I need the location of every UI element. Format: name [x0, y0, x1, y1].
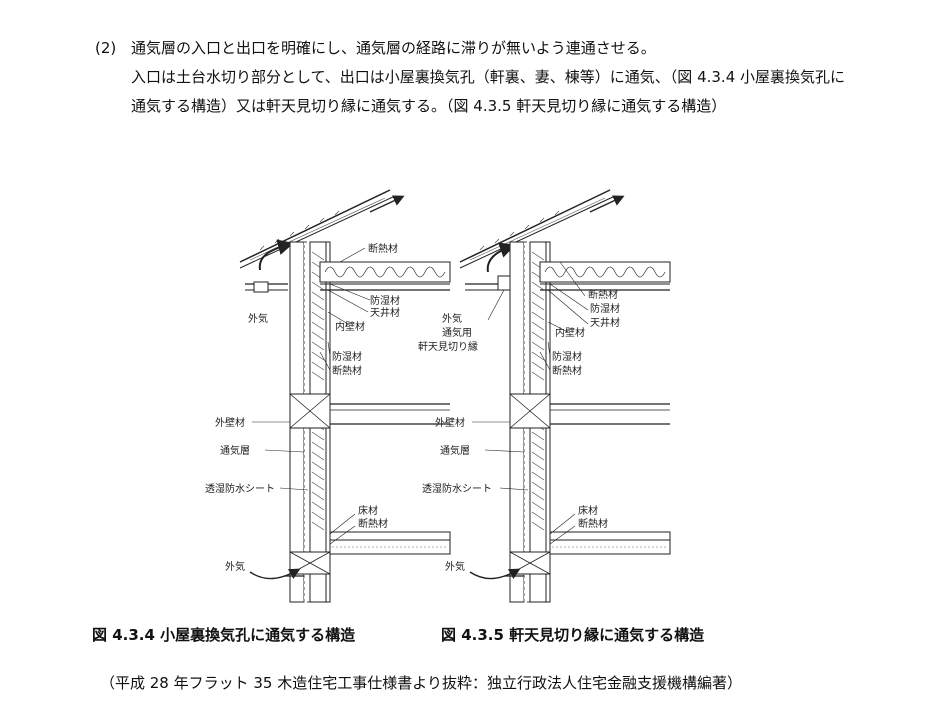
paragraph-body: 入口は土台水切り部分として、出口は小屋裏換気孔（軒裏、妻、棟等）に通気、（図 4… [131, 68, 846, 115]
label-insulation-mid: 断熱材 [552, 364, 582, 377]
paragraph-line1: 通気層の入口と出口を明確にし、通気層の経路に滞りが無いよう連通させる。 [131, 39, 656, 57]
label-insulation-top: 断熱材 [368, 242, 398, 255]
label-breathable-sheet: 透湿防水シート [422, 482, 492, 495]
label-air-layer: 通気層 [440, 444, 470, 457]
label-air-layer: 通気層 [220, 444, 250, 457]
figure-caption-soffit-vent: 図 4.3.5 軒天見切り縁に通気する構造 [441, 626, 705, 644]
wall-section-figure-attic-vent: 断熱材 防湿材 天井材 内壁材 外気 防湿材 断熱材 外壁材 通気層 透湿防水シ… [180, 172, 520, 612]
label-insulation-floor: 断熱材 [358, 517, 388, 530]
wall-section-drawing-right: 断熱材 防湿材 天井材 外気 通気用 軒天見切り縁 内壁材 防湿材 断熱材 外壁… [418, 189, 671, 603]
label-vapor-barrier-mid: 防湿材 [332, 350, 362, 363]
label-insulation-floor: 断熱材 [578, 517, 608, 530]
label-insulation-mid: 断熱材 [332, 364, 362, 377]
label-outside-air-bottom: 外気 [445, 560, 465, 573]
label-ceiling: 天井材 [370, 306, 400, 319]
label-floor: 床材 [578, 504, 598, 517]
label-interior-wall: 内壁材 [335, 320, 365, 333]
paragraph-number: (2) [95, 39, 117, 57]
figure-caption-attic-vent: 図 4.3.4 小屋裏換気孔に通気する構造 [92, 626, 356, 644]
label-vapor-barrier-top: 防湿材 [370, 294, 400, 307]
label-interior-wall: 内壁材 [555, 326, 585, 339]
label-exterior-wall: 外壁材 [215, 416, 245, 429]
label-vapor-barrier-mid: 防湿材 [552, 350, 582, 363]
wall-section-figure-soffit-vent: 断熱材 防湿材 天井材 外気 通気用 軒天見切り縁 内壁材 防湿材 断熱材 外壁… [400, 172, 740, 612]
wall-section-drawing-left: 断熱材 防湿材 天井材 内壁材 外気 防湿材 断熱材 外壁材 通気層 透湿防水シ… [205, 189, 451, 603]
label-ceiling: 天井材 [590, 316, 620, 329]
label-outside-air-bottom: 外気 [225, 560, 245, 573]
label-outside-air-top: 外気 [442, 312, 462, 325]
label-outside-air-top: 外気 [248, 312, 268, 325]
label-floor: 床材 [358, 504, 378, 517]
label-exterior-wall: 外壁材 [435, 416, 465, 429]
label-vent-edge-line2: 軒天見切り縁 [418, 340, 478, 353]
label-insulation-top: 断熱材 [588, 288, 618, 301]
source-note: （平成 28 年フラット 35 木造住宅工事仕様書より抜粋：独立行政法人住宅金融… [100, 674, 742, 692]
label-vapor-barrier-top: 防湿材 [590, 302, 620, 315]
label-breathable-sheet: 透湿防水シート [205, 482, 275, 495]
label-vent-edge-line1: 通気用 [442, 326, 472, 339]
